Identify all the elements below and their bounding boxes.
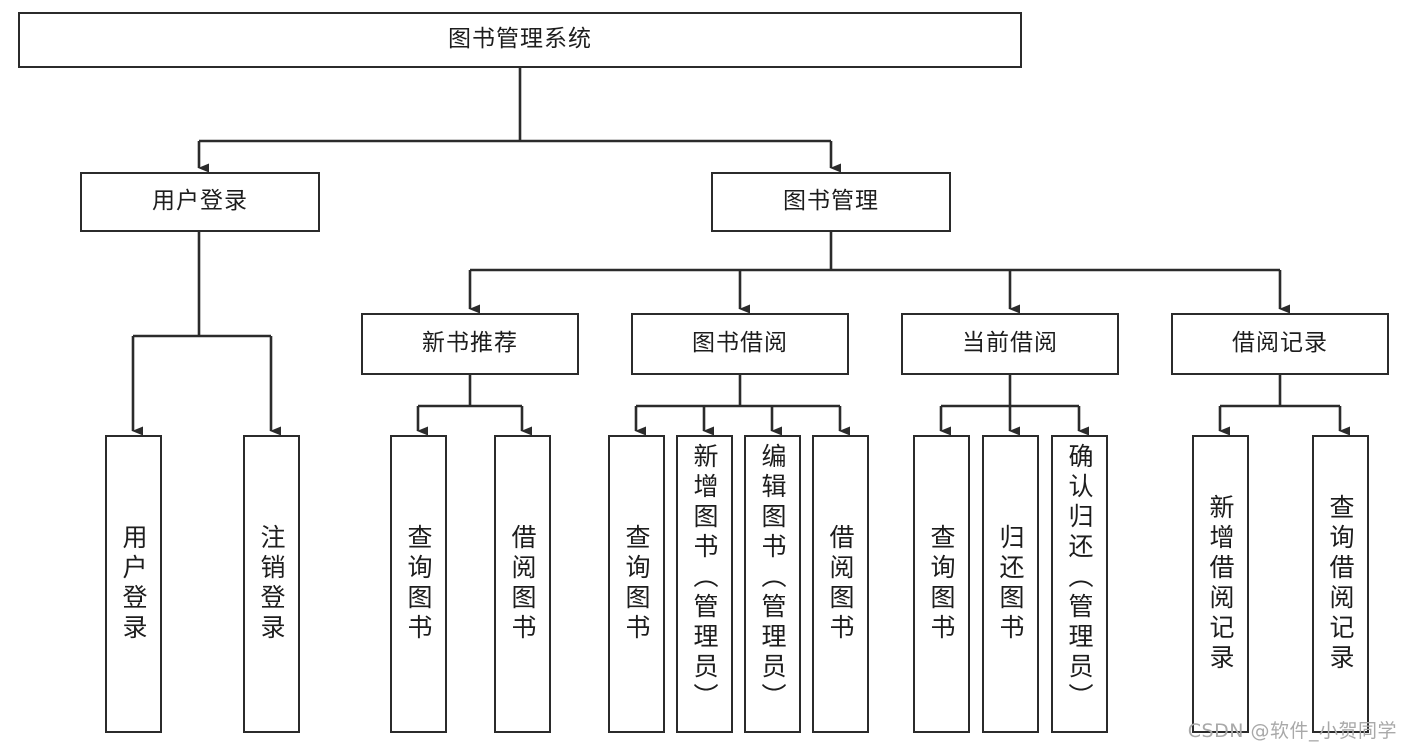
node-user-login[interactable]: 用户登录 bbox=[80, 172, 320, 232]
leaf-br-add-record[interactable]: 新增借阅记录 bbox=[1192, 435, 1249, 733]
node-label: 查询图书 bbox=[927, 524, 956, 644]
node-label: 图书管理 bbox=[783, 188, 879, 215]
node-label: 确认归还（管理员） bbox=[1065, 443, 1094, 713]
leaf-bb-query-book[interactable]: 查询图书 bbox=[608, 435, 665, 733]
node-current-borrow[interactable]: 当前借阅 bbox=[901, 313, 1119, 375]
node-borrow-record[interactable]: 借阅记录 bbox=[1171, 313, 1389, 375]
node-label: 借阅图书 bbox=[826, 524, 855, 644]
node-new-book-recommend[interactable]: 新书推荐 bbox=[361, 313, 579, 375]
node-label: 新增借阅记录 bbox=[1206, 494, 1235, 674]
node-label: 当前借阅 bbox=[962, 330, 1058, 357]
node-label: 注销登录 bbox=[257, 524, 286, 644]
leaf-bb-borrow-book[interactable]: 借阅图书 bbox=[812, 435, 869, 733]
csdn-watermark: CSDN @软件_小贺同学 bbox=[1187, 720, 1397, 742]
node-label: 新书推荐 bbox=[422, 330, 518, 357]
node-label: 用户登录 bbox=[152, 188, 248, 215]
leaf-br-query-record[interactable]: 查询借阅记录 bbox=[1312, 435, 1369, 733]
node-label: 图书管理系统 bbox=[448, 26, 592, 53]
node-root-system[interactable]: 图书管理系统 bbox=[18, 12, 1022, 68]
leaf-logout[interactable]: 注销登录 bbox=[243, 435, 300, 733]
leaf-nb-query-book[interactable]: 查询图书 bbox=[390, 435, 447, 733]
node-label: 查询图书 bbox=[404, 524, 433, 644]
leaf-cb-return-book[interactable]: 归还图书 bbox=[982, 435, 1039, 733]
node-label: 查询图书 bbox=[622, 524, 651, 644]
node-label: 借阅图书 bbox=[508, 524, 537, 644]
leaf-cb-confirm-return-admin[interactable]: 确认归还（管理员） bbox=[1051, 435, 1108, 733]
node-label: 用户登录 bbox=[119, 524, 148, 644]
node-label: 借阅记录 bbox=[1232, 330, 1328, 357]
leaf-nb-borrow-book[interactable]: 借阅图书 bbox=[494, 435, 551, 733]
node-label: 归还图书 bbox=[996, 524, 1025, 644]
node-label: 新增图书（管理员） bbox=[690, 443, 719, 713]
leaf-bb-add-book-admin[interactable]: 新增图书（管理员） bbox=[676, 435, 733, 733]
node-book-borrow[interactable]: 图书借阅 bbox=[631, 313, 849, 375]
leaf-cb-query-book[interactable]: 查询图书 bbox=[913, 435, 970, 733]
node-label: 图书借阅 bbox=[692, 330, 788, 357]
node-book-management[interactable]: 图书管理 bbox=[711, 172, 951, 232]
node-label: 查询借阅记录 bbox=[1326, 494, 1355, 674]
leaf-bb-edit-book-admin[interactable]: 编辑图书（管理员） bbox=[744, 435, 801, 733]
node-label: 编辑图书（管理员） bbox=[758, 443, 787, 713]
leaf-user-login[interactable]: 用户登录 bbox=[105, 435, 162, 733]
